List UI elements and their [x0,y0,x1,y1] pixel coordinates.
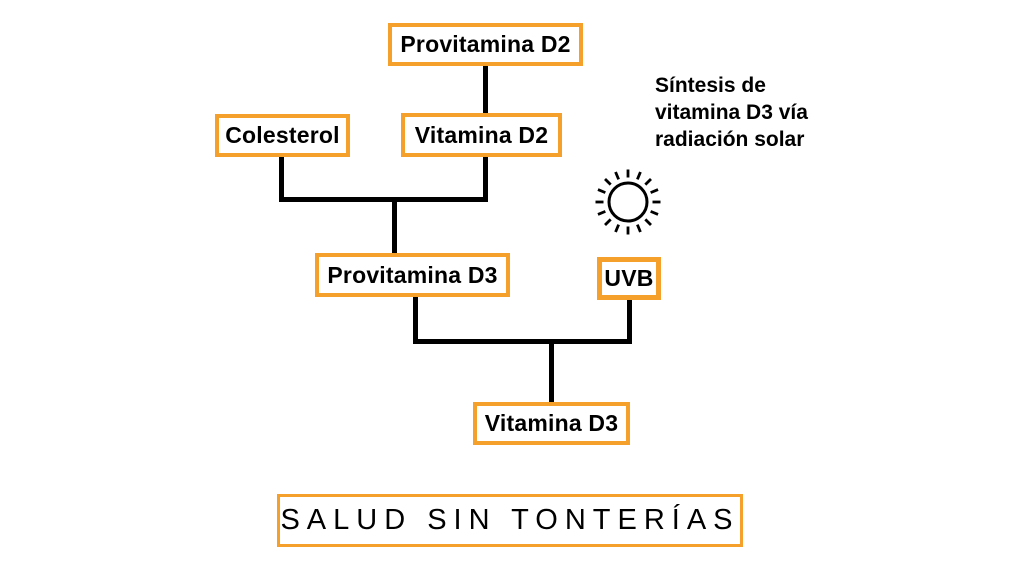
connector-provitaminad3-down [413,296,418,344]
connector-provitaminad2-vitaminad2 [483,64,488,114]
node-vitamina-d3: Vitamina D3 [473,402,630,445]
connector-join1-horizontal [279,197,488,202]
connector-join1-to-provitaminad3 [392,200,397,254]
node-uvb: UVB [597,257,661,300]
node-colesterol: Colesterol [215,114,350,157]
connector-vitaminad2-down [483,156,488,202]
node-vitamina-d2: Vitamina D2 [401,113,562,157]
node-provitamina-d2: Provitamina D2 [388,23,583,66]
connector-colesterol-down [279,156,284,202]
annotation-sintesis: Síntesis de vitamina D3 vía radiación so… [655,74,808,151]
node-provitamina-d3: Provitamina D3 [315,253,510,297]
connector-join2-horizontal [413,339,632,344]
sun-icon [595,169,661,235]
connector-join2-to-vitaminad3 [549,342,554,403]
connector-uvb-down [627,299,632,344]
brand-banner: SALUD SIN TONTERÍAS [277,494,743,547]
